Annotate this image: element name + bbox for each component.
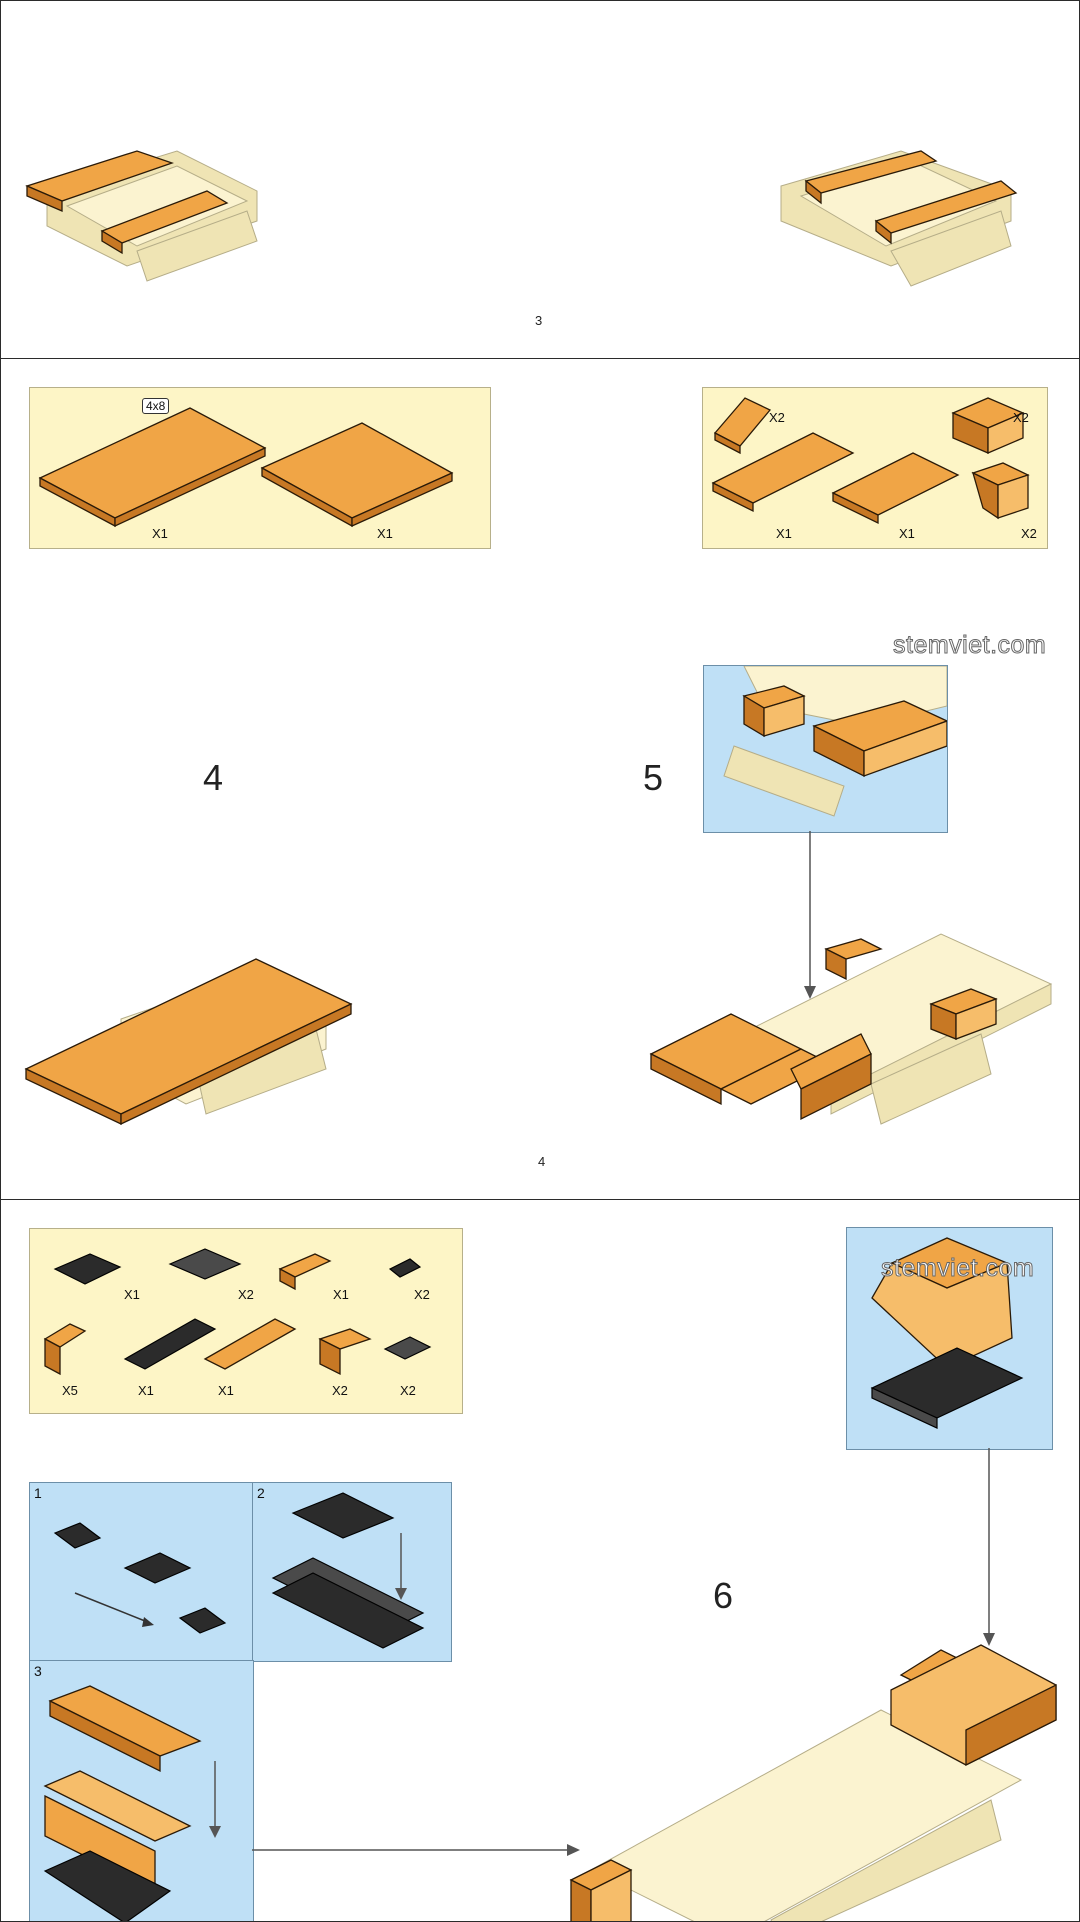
parts-icons <box>43 1248 432 1376</box>
part-quantity: X2 <box>769 410 785 425</box>
substep-number: 3 <box>34 1663 42 1679</box>
substep-inset-1: 1 <box>29 1482 254 1662</box>
page-number: 4 <box>538 1154 546 1169</box>
substep-3-parts <box>43 1685 221 1921</box>
part-quantity: X2 <box>332 1383 348 1398</box>
part-quantity: X2 <box>238 1287 254 1302</box>
part-quantity: X2 <box>400 1383 416 1398</box>
substep-number: 2 <box>257 1485 265 1501</box>
assembly-arrow <box>804 831 816 999</box>
substep-1-parts <box>53 1522 227 1634</box>
part-quantity: X1 <box>218 1383 234 1398</box>
slope-brick-icon <box>713 397 772 455</box>
step-number: 5 <box>643 757 664 798</box>
parts-list-step-4: 4x8 X1 X1 <box>29 387 491 549</box>
part-quantity: X1 <box>152 526 168 541</box>
part-quantity: X1 <box>899 526 915 541</box>
inset-detail-model <box>870 1237 1024 1429</box>
part-quantity: X1 <box>333 1287 349 1302</box>
assembly-arrow <box>983 1448 995 1646</box>
detail-inset <box>846 1227 1053 1450</box>
step-6-model <box>569 1644 1057 1921</box>
build-model-left <box>25 150 258 282</box>
watermark: stemviet.com <box>880 1254 1035 1283</box>
inverted-slope-icon <box>971 462 1030 520</box>
step-number: 4 <box>203 757 224 798</box>
part-size-label: 4x8 <box>142 398 170 414</box>
build-model-right <box>780 150 1018 287</box>
part-quantity: X1 <box>138 1383 154 1398</box>
plate-1x4-icon <box>711 432 855 513</box>
part-quantity: X2 <box>1013 410 1029 425</box>
part-quantity: X2 <box>1021 526 1037 541</box>
step-5-model <box>649 933 1053 1125</box>
instruction-page-3: 3 <box>0 0 1080 360</box>
plate-1x3-icon <box>831 452 960 525</box>
substep-2-parts <box>271 1492 425 1649</box>
plate-4x8-icon <box>38 407 267 528</box>
step-4-model <box>24 958 353 1126</box>
parts-list-step-6: X1 X2 X1 X2 X5 X1 X1 X2 X2 <box>29 1228 463 1414</box>
part-quantity: X1 <box>776 526 792 541</box>
brick-1x2-stud-icon <box>951 397 1025 454</box>
page-number: 3 <box>535 313 543 328</box>
part-quantity: X1 <box>377 526 393 541</box>
plate-6x6-icon <box>260 422 454 528</box>
substep-inset-3: 3 <box>29 1660 254 1921</box>
instruction-page-4: 4x8 X1 X1 <box>0 358 1080 1201</box>
parts-list-step-5: X2 X2 X1 X1 X2 <box>702 387 1048 549</box>
substep-number: 1 <box>34 1485 42 1501</box>
part-quantity: X5 <box>62 1383 78 1398</box>
step-number: 6 <box>713 1575 734 1616</box>
substep-inset-2: 2 <box>252 1482 452 1662</box>
inset-detail-model <box>723 666 947 817</box>
part-quantity: X2 <box>414 1287 430 1302</box>
detail-inset <box>703 665 948 833</box>
instruction-page-5: X1 X2 X1 X2 X5 X1 X1 X2 X2 stemviet.com … <box>0 1199 1080 1922</box>
part-quantity: X1 <box>124 1287 140 1302</box>
assembly-arrow <box>252 1844 580 1856</box>
watermark: stemviet.com <box>892 631 1047 660</box>
